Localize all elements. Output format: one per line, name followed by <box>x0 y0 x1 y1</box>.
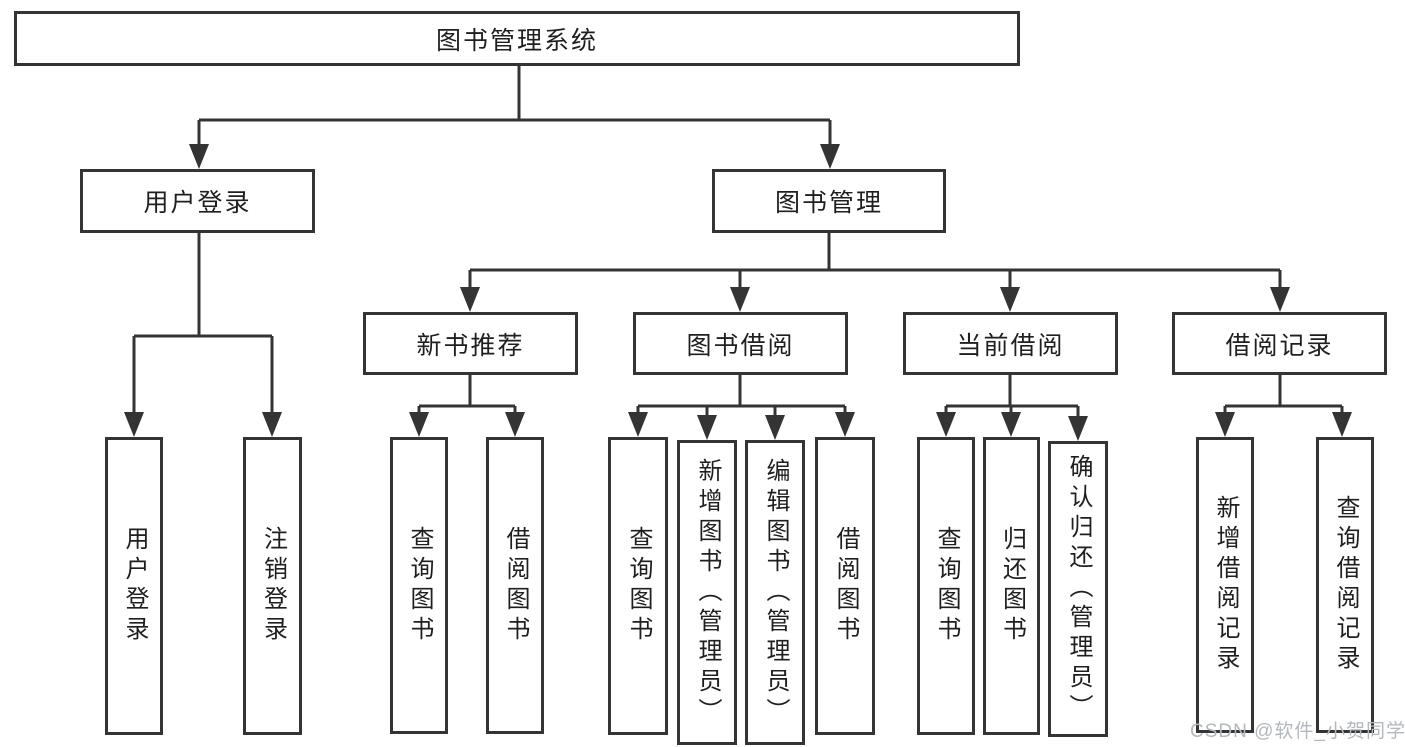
node-current-borrowing: 当前借阅 <box>903 312 1118 375</box>
node-book-borrowing-label: 图书借阅 <box>686 331 795 360</box>
node-borrowing-borrow-books-label: 借阅图书 <box>832 526 859 646</box>
node-borrowing-edit-books-admin: 编辑图书（管理员） <box>745 440 805 745</box>
node-user-login-label: 用户登录 <box>143 189 252 217</box>
node-borrowing-add-books-admin: 新增图书（管理员） <box>677 440 737 745</box>
node-root-label: 图书管理系统 <box>435 26 598 55</box>
csdn-watermark: CSDN @软件_小贺同学 <box>1190 721 1405 742</box>
node-current-return-books: 归还图书 <box>983 437 1040 735</box>
node-borrowing-records: 借阅记录 <box>1172 312 1387 375</box>
node-book-management-label: 图书管理 <box>774 189 883 217</box>
node-records-query-record-label: 查询借阅记录 <box>1332 495 1359 675</box>
node-borrowing-records-label: 借阅记录 <box>1225 331 1334 360</box>
node-logout: 注销登录 <box>243 437 302 735</box>
node-borrowing-add-books-admin-label: 新增图书（管理员） <box>694 457 721 728</box>
node-newbook-query-books: 查询图书 <box>390 437 448 734</box>
node-borrowing-borrow-books: 借阅图书 <box>815 437 875 735</box>
node-records-add-record: 新增借阅记录 <box>1196 437 1254 733</box>
node-user-login: 用户登录 <box>80 169 315 233</box>
node-new-book-recommend-label: 新书推荐 <box>416 331 525 360</box>
node-newbook-query-books-label: 查询图书 <box>406 525 433 646</box>
node-borrowing-query-books-label: 查询图书 <box>625 526 652 646</box>
node-borrowing-edit-books-admin-label: 编辑图书（管理员） <box>762 457 789 728</box>
node-records-query-record: 查询借阅记录 <box>1316 437 1374 733</box>
node-current-query-books: 查询图书 <box>917 437 975 735</box>
node-logout-label: 注销登录 <box>259 526 287 646</box>
arrowhead-group <box>124 144 1352 441</box>
node-current-query-books-label: 查询图书 <box>933 526 960 646</box>
node-current-borrowing-label: 当前借阅 <box>956 331 1065 360</box>
node-current-return-books-label: 归还图书 <box>998 526 1026 646</box>
node-user-login-action: 用户登录 <box>105 437 163 735</box>
node-root: 图书管理系统 <box>14 11 1020 66</box>
node-user-login-action-label: 用户登录 <box>121 526 148 646</box>
node-current-confirm-return-admin-label: 确认归还（管理员） <box>1065 454 1092 724</box>
node-book-borrowing: 图书借阅 <box>633 312 848 375</box>
node-current-confirm-return-admin: 确认归还（管理员） <box>1048 441 1108 737</box>
node-borrowing-query-books: 查询图书 <box>608 437 668 735</box>
node-new-book-recommend: 新书推荐 <box>363 312 578 375</box>
node-book-management: 图书管理 <box>712 169 946 233</box>
node-newbook-borrow-books-label: 借阅图书 <box>502 525 529 646</box>
node-newbook-borrow-books: 借阅图书 <box>486 437 544 734</box>
node-records-add-record-label: 新增借阅记录 <box>1212 495 1239 675</box>
